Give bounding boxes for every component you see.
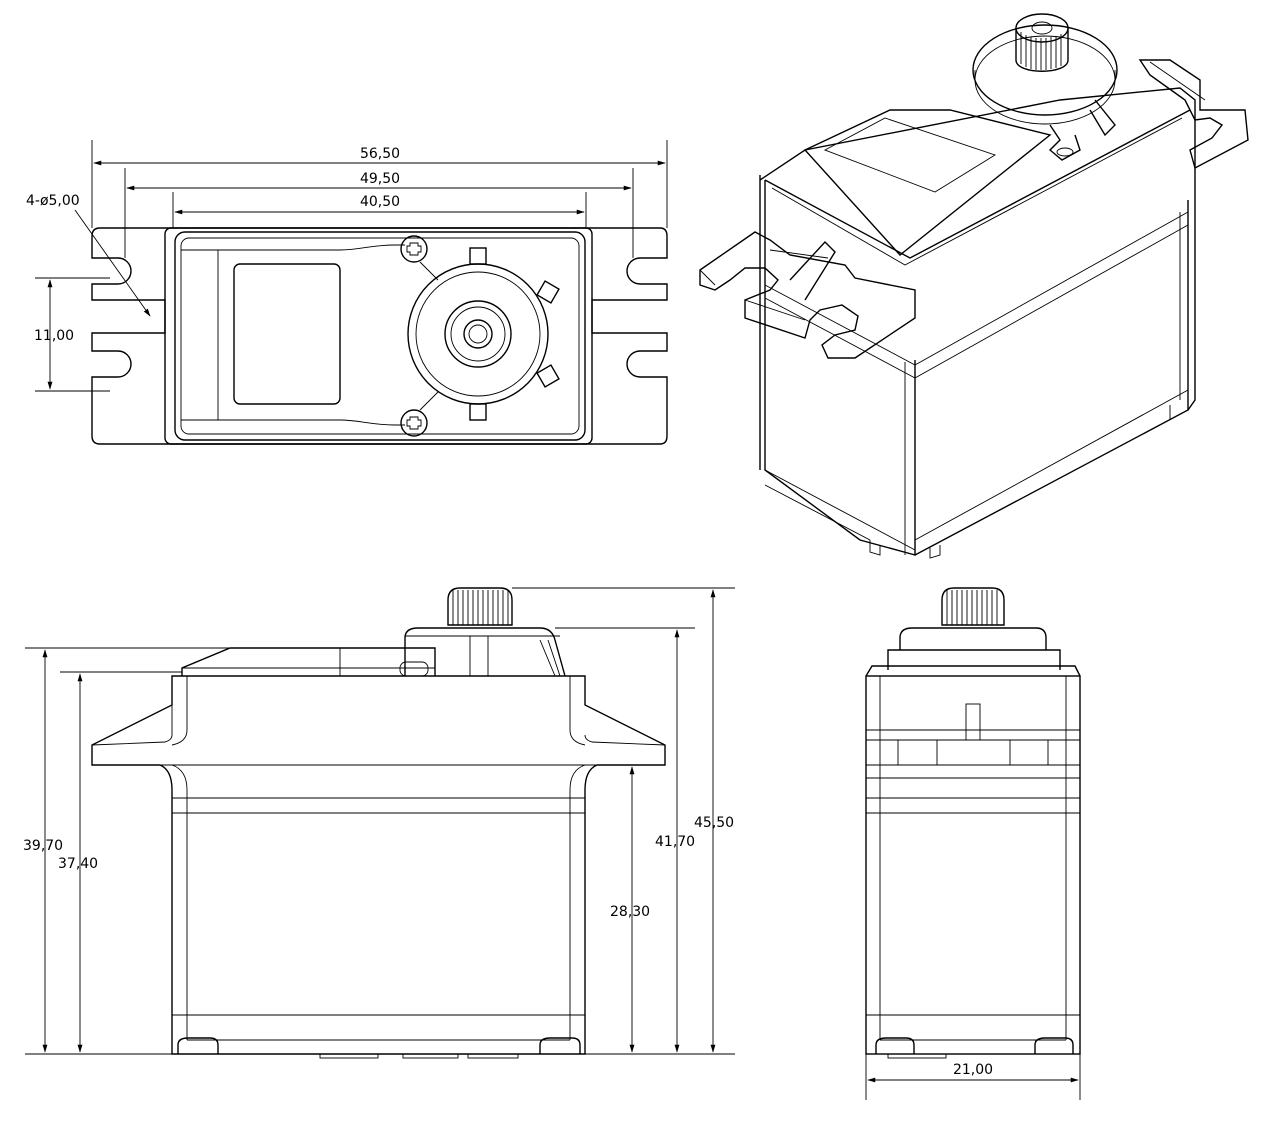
dim-11-00: 11,00	[34, 328, 74, 344]
dim-40-50: 40,50	[360, 194, 400, 210]
dim-45-50: 45,50	[694, 815, 734, 831]
side-view-dimensions: 21,00	[865, 1054, 1081, 1100]
front-view-dimensions	[25, 587, 735, 1055]
top-view	[91, 227, 668, 445]
top-view-dimensions	[35, 140, 668, 392]
dim-41-70: 41,70	[655, 834, 695, 850]
dim-hole-callout: 4-ø5,00	[26, 193, 80, 209]
dim-49-50: 49,50	[360, 171, 400, 187]
dim-21-00: 21,00	[953, 1062, 993, 1078]
dim-37-40: 37,40	[58, 856, 98, 872]
side-view	[865, 587, 1081, 1059]
dim-28-30: 28,30	[610, 904, 650, 920]
screw-icon	[400, 235, 428, 263]
dim-39-70: 39,70	[23, 838, 63, 854]
top-view-labels: 56,50 49,50 40,50 4-ø5,00 11,00	[26, 146, 400, 344]
screw-icon	[400, 409, 428, 437]
dim-56-50: 56,50	[360, 146, 400, 162]
front-view	[91, 587, 666, 1059]
isometric-view	[699, 13, 1249, 559]
front-view-labels: 39,70 37,40 28,30 41,70 45,50	[23, 815, 734, 920]
